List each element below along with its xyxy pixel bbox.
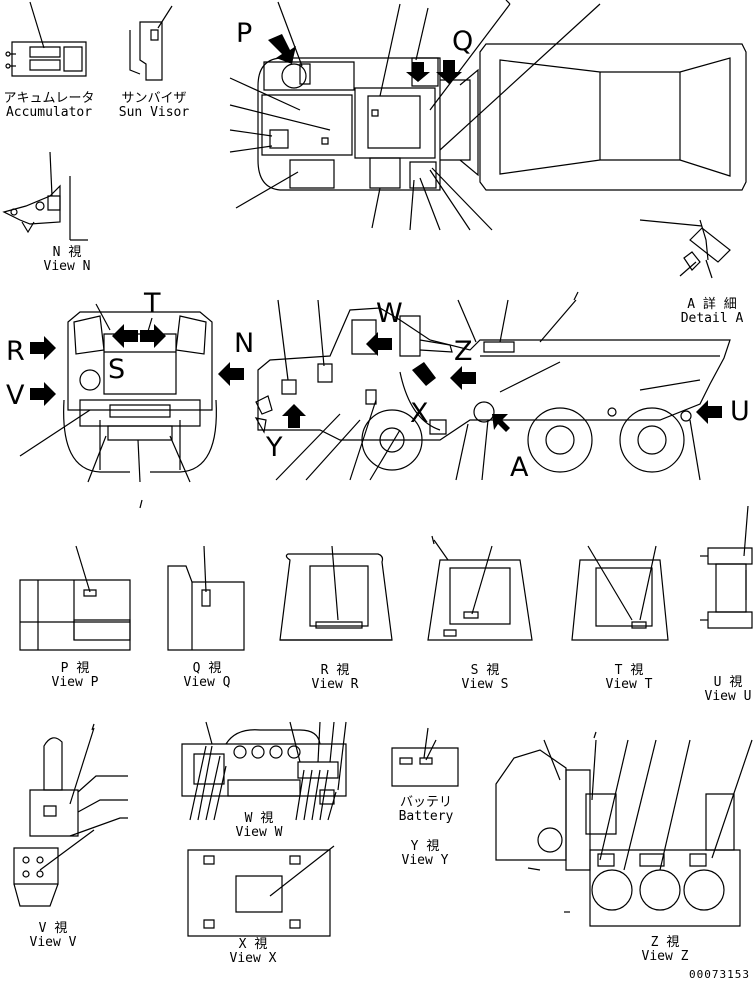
view-s-drawing: [428, 540, 532, 640]
label-jp: バッテリ: [399, 795, 452, 810]
label-en: Sun Visor: [118, 105, 190, 120]
label-en: View W: [235, 825, 283, 840]
view-n-drawing: [4, 152, 88, 240]
direction-letter-p: P: [236, 18, 253, 49]
view-t-label: T 視 View T: [594, 664, 664, 692]
accumulator-drawing: [6, 2, 86, 76]
label-en: View R: [311, 677, 359, 692]
label-jp: R 視: [320, 663, 350, 678]
view-q-drawing: [168, 546, 244, 650]
label-jp: T 視: [614, 663, 644, 678]
view-q-label: Q 視 View Q: [172, 662, 242, 690]
label-en: View Y: [401, 853, 449, 868]
direction-letter-y: Y: [266, 432, 283, 463]
view-x-drawing: [188, 846, 334, 936]
label-en: View N: [43, 259, 91, 274]
rear-view-drawing: [20, 304, 216, 482]
label-en: View P: [51, 675, 99, 690]
label-en: Detail A: [680, 311, 744, 326]
label-jp: W 視: [244, 811, 274, 826]
label-jp: Q 視: [192, 661, 222, 676]
direction-letter-z: Z: [454, 336, 473, 367]
direction-letter-u: U: [730, 396, 750, 427]
label-en: View Z: [641, 949, 689, 964]
sun-visor-drawing: [130, 6, 172, 80]
label-jp: X 視: [238, 937, 268, 952]
label-en: View V: [29, 935, 77, 950]
direction-arrow-icon: [282, 332, 722, 432]
label-en: Battery: [398, 809, 454, 824]
view-y-label: Y 視 View Y: [390, 840, 460, 868]
side-view-drawing: [256, 300, 730, 480]
label-jp: サンバイザ: [121, 91, 187, 106]
battery-label: バッテリ Battery: [388, 796, 464, 824]
view-u-drawing: [700, 506, 752, 628]
label-jp: Z 視: [650, 935, 680, 950]
view-t-drawing: [572, 546, 668, 640]
view-n-label: N 視 View N: [32, 246, 102, 274]
accumulator-label: アキュムレータ Accumulator: [0, 92, 98, 120]
view-z-label: Z 視 View Z: [630, 936, 700, 964]
direction-letter-s: S: [108, 354, 126, 385]
label-jp: P 視: [60, 661, 90, 676]
view-v-label: V 視 View V: [18, 922, 88, 950]
detail-a-label: A 詳 細 Detail A: [676, 298, 748, 326]
direction-letter-a: A: [510, 452, 529, 483]
view-u-label: U 視 View U: [700, 676, 756, 704]
view-p-label: P 視 View P: [40, 662, 110, 690]
sun-visor-label: サンバイザ Sun Visor: [112, 92, 196, 120]
drawing-number: 00073153: [689, 968, 750, 981]
tick-mark: [92, 292, 596, 738]
label-en: View Q: [183, 675, 231, 690]
view-w-label: W 視 View W: [224, 812, 294, 840]
view-s-label: S 視 View S: [450, 664, 520, 692]
label-en: View X: [229, 951, 277, 966]
view-z-drawing: [496, 740, 752, 926]
label-jp: Y 視: [410, 839, 440, 854]
direction-letter-w: W: [376, 298, 403, 329]
direction-letter-x: X: [410, 398, 429, 429]
view-w-drawing: [182, 722, 346, 820]
direction-letter-q: Q: [452, 26, 474, 57]
label-jp: V 視: [38, 921, 68, 936]
view-p-drawing: [20, 546, 130, 650]
view-x-label: X 視 View X: [218, 938, 288, 966]
view-r-label: R 視 View R: [300, 664, 370, 692]
label-jp: S 視: [470, 663, 500, 678]
top-view-drawing: [230, 0, 746, 230]
label-jp: N 視: [52, 245, 82, 260]
label-en: View S: [461, 677, 509, 692]
label-en: Accumulator: [5, 105, 93, 120]
label-jp: U 視: [713, 675, 743, 690]
direction-letter-t: T: [144, 288, 161, 319]
direction-letter-v: V: [6, 380, 25, 411]
view-r-drawing: [280, 546, 392, 640]
direction-arrow-icon: [268, 34, 462, 84]
label-jp: アキュムレータ: [3, 91, 95, 106]
direction-letter-r: R: [6, 336, 25, 367]
direction-letter-n: N: [234, 328, 255, 359]
label-jp: A 詳 細: [687, 297, 737, 312]
label-en: View T: [605, 677, 653, 692]
direction-arrow-icon: [30, 324, 244, 406]
label-en: View U: [704, 689, 752, 704]
detail-a-drawing: [640, 220, 730, 278]
view-v-drawing: [14, 728, 128, 906]
battery-drawing: [392, 728, 458, 786]
